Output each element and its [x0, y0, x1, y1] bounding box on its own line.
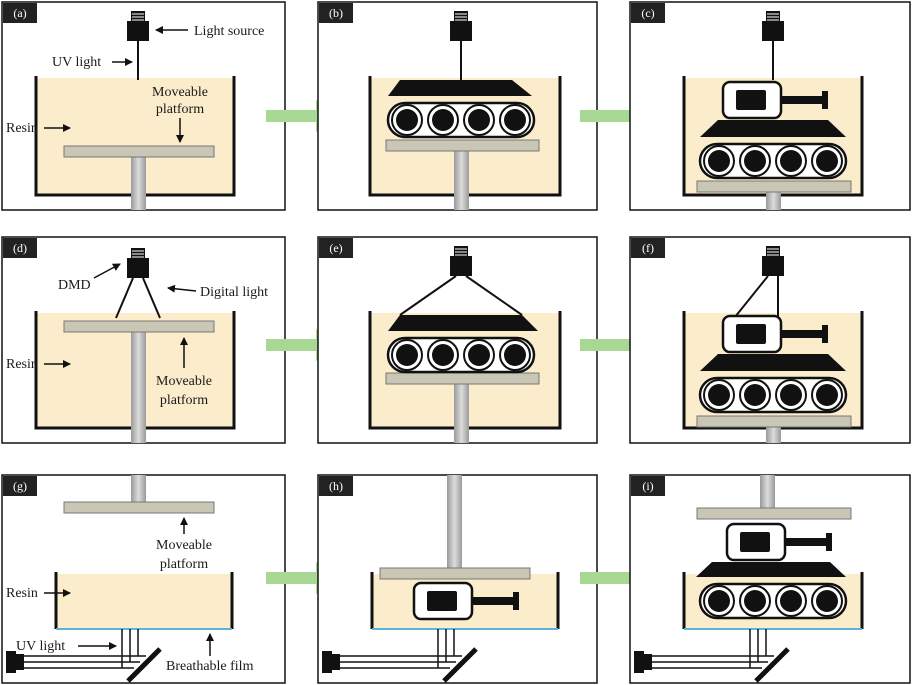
uv-lamp-icon: [322, 651, 340, 673]
panel-h: (h): [317, 474, 598, 684]
label-digital-light: Digital light: [200, 285, 268, 300]
panel-d-tag-bg: [3, 238, 37, 258]
moveable-platform: [696, 507, 852, 520]
panel-a-tag: (a): [13, 6, 26, 20]
tank-track: [698, 142, 848, 180]
panel-c-tag-bg: [631, 3, 665, 23]
panel-g: (g) Moveable platform Resin UV light Bre…: [1, 474, 286, 684]
moveable-platform: [696, 180, 852, 193]
panel-a: (a) Light source UV light Moveable platf…: [1, 1, 286, 211]
uv-lamp-icon: [6, 651, 24, 673]
platform-rod: [131, 475, 146, 502]
platform-rod: [447, 475, 462, 568]
tank-hull-top: [388, 80, 532, 96]
panel-g-tag: (g): [13, 479, 27, 493]
panel-i-tag-bg: [631, 476, 665, 496]
label-light-source: Light source: [194, 24, 264, 39]
panel-h-tag-bg: [319, 476, 353, 496]
mirror-icon: [126, 647, 162, 683]
label-uv-light: UV light: [16, 639, 65, 654]
panel-d: (d) DMD Digital light Resin Moveable pla…: [1, 236, 286, 444]
label-moveable: Moveable: [156, 374, 212, 389]
digital-light-cone: [115, 277, 161, 319]
panel-h-tag: (h): [329, 479, 343, 493]
panel-b-tag-bg: [319, 3, 353, 23]
label-breathable-film: Breathable film: [166, 659, 254, 674]
label-resin: Resin: [6, 586, 38, 601]
platform-rod: [131, 157, 146, 210]
panel-f-tag-bg: [631, 238, 665, 258]
tank-hull-top: [388, 315, 538, 331]
resin-vat: [56, 574, 232, 628]
platform-rod: [766, 427, 781, 443]
mirror-icon: [442, 647, 478, 683]
panel-f: (f): [629, 236, 911, 444]
uv-lamp-icon: [634, 651, 652, 673]
moveable-platform: [696, 415, 852, 428]
label-platform: platform: [160, 557, 208, 572]
tank-track: [386, 336, 536, 374]
platform-rod: [131, 332, 146, 443]
label-resin: Resin: [6, 357, 38, 372]
mirror-icon: [754, 647, 790, 683]
panel-a-tag-bg: [3, 3, 37, 23]
label-resin: Resin: [6, 121, 38, 136]
moveable-platform: [63, 501, 215, 514]
uv-projection-path: [22, 629, 146, 669]
tank-track: [698, 582, 848, 620]
platform-rod: [766, 192, 781, 210]
panel-e-tag: (e): [329, 241, 342, 255]
panel-c: (c): [629, 1, 911, 211]
panel-i: (i): [629, 474, 911, 684]
platform-rod: [454, 384, 469, 443]
moveable-platform: [379, 567, 531, 580]
moveable-platform: [385, 139, 540, 152]
moveable-platform: [63, 320, 215, 333]
label-dmd: DMD: [58, 278, 91, 293]
panel-b-tag: (b): [329, 6, 343, 20]
digital-light-cone: [399, 275, 523, 316]
moveable-platform: [385, 372, 540, 385]
panel-f-tag: (f): [642, 241, 654, 255]
panel-d-tag: (d): [13, 241, 27, 255]
label-moveable: Moveable: [152, 85, 208, 100]
tank-hull-top: [700, 354, 846, 371]
label-uv-light: UV light: [52, 55, 101, 70]
panel-b: (b): [317, 1, 598, 211]
tank-track: [698, 376, 848, 414]
panel-e-tag-bg: [319, 238, 353, 258]
tank-track: [386, 101, 536, 139]
digital-light-cone: [734, 275, 779, 318]
label-moveable: Moveable: [156, 538, 212, 553]
platform-rod: [760, 475, 775, 508]
label-platform: platform: [160, 393, 208, 408]
tank-hull-top: [696, 562, 846, 577]
panel-i-tag: (i): [642, 479, 653, 493]
uv-projection-path: [650, 629, 774, 669]
moveable-platform: [63, 145, 215, 158]
tank-hull-top: [700, 120, 846, 137]
platform-rod: [454, 151, 469, 210]
uv-projection-path: [338, 629, 462, 669]
panel-c-tag: (c): [641, 6, 654, 20]
panel-e: (e): [317, 236, 598, 444]
label-platform: platform: [156, 102, 204, 117]
panel-g-tag-bg: [3, 476, 37, 496]
